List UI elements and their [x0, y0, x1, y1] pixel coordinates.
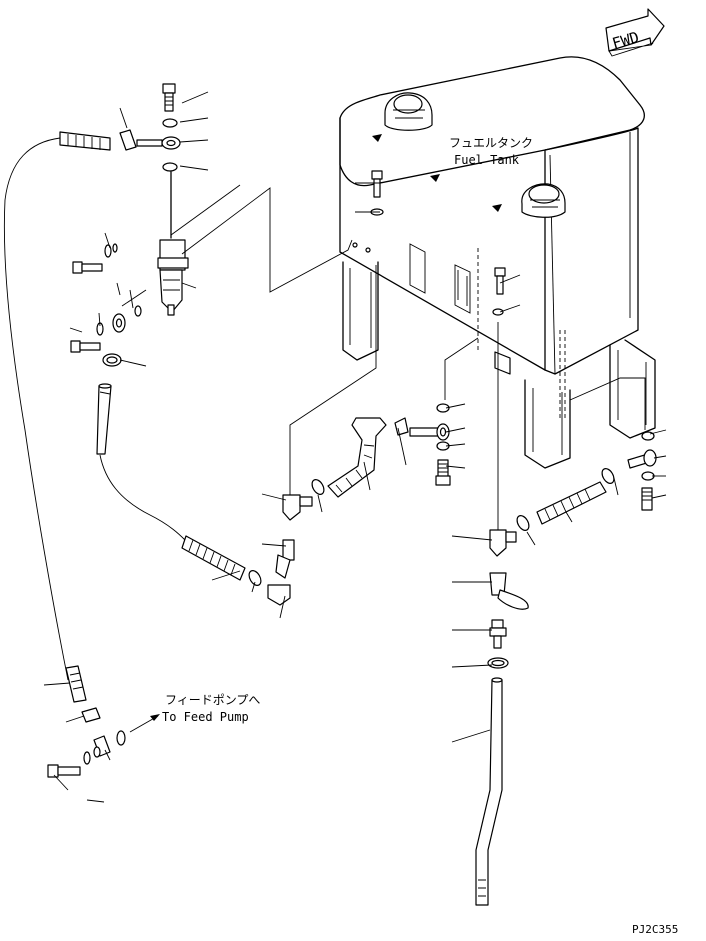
leader-line: [397, 427, 407, 466]
leader-line: [98, 312, 101, 327]
leader-line: [653, 455, 667, 459]
tank-bolt-2: [492, 267, 506, 316]
leader-line: [179, 165, 209, 171]
leader-line: [651, 494, 667, 499]
feed-pump-label-jp: フィードポンプへ: [165, 693, 260, 707]
leader-line: [649, 429, 667, 435]
leader-line: [129, 289, 134, 309]
leader-line: [363, 461, 371, 491]
leader-line: [65, 715, 85, 723]
tank-bolt-1: [370, 170, 384, 216]
leader-line: [451, 535, 493, 541]
fuel-tank: [339, 56, 656, 469]
leader-line: [279, 595, 286, 619]
leader-line: [181, 91, 209, 104]
leader-line: [613, 477, 619, 496]
middle-piping: [181, 403, 451, 606]
leader-line: [121, 289, 147, 307]
leader-line: [445, 465, 466, 469]
leader-line: [451, 729, 491, 743]
leader-line: [445, 443, 466, 447]
leader-line: [445, 427, 466, 433]
feed-pump-connection: [47, 665, 126, 778]
leader-line: [104, 749, 111, 761]
leader-line: [119, 107, 128, 129]
drawing-code: PJ2C355: [632, 923, 678, 936]
leader-line: [53, 774, 69, 791]
filter-assembly: [59, 83, 189, 455]
leader-line: [261, 493, 287, 501]
fuel-tank-label-jp: フュエルタンク: [449, 136, 533, 150]
leader-line: [499, 304, 521, 313]
leader-lines: [43, 91, 667, 803]
leader-line: [104, 232, 111, 249]
leader-line: [179, 117, 209, 123]
leader-line: [119, 359, 147, 367]
right-piping: [475, 431, 657, 906]
leader-line: [251, 581, 256, 593]
leader-line: [43, 682, 71, 686]
leader-line: [211, 570, 241, 581]
leader-line: [565, 511, 573, 523]
feed-pump-label-en: To Feed Pump: [162, 710, 249, 724]
fwd-arrow-icon: FWD: [605, 8, 665, 57]
leader-line: [261, 543, 287, 547]
leader-line: [445, 403, 466, 409]
leader-line: [499, 274, 521, 284]
leader-line: [526, 531, 536, 546]
leader-line: [69, 327, 83, 333]
leader-line: [451, 664, 493, 668]
leader-line: [116, 282, 121, 296]
leader-line: [181, 282, 197, 289]
leader-line: [179, 139, 209, 143]
fuel-tank-label-en: Fuel Tank: [454, 153, 520, 167]
leader-line: [86, 799, 105, 803]
leader-line: [317, 494, 323, 513]
